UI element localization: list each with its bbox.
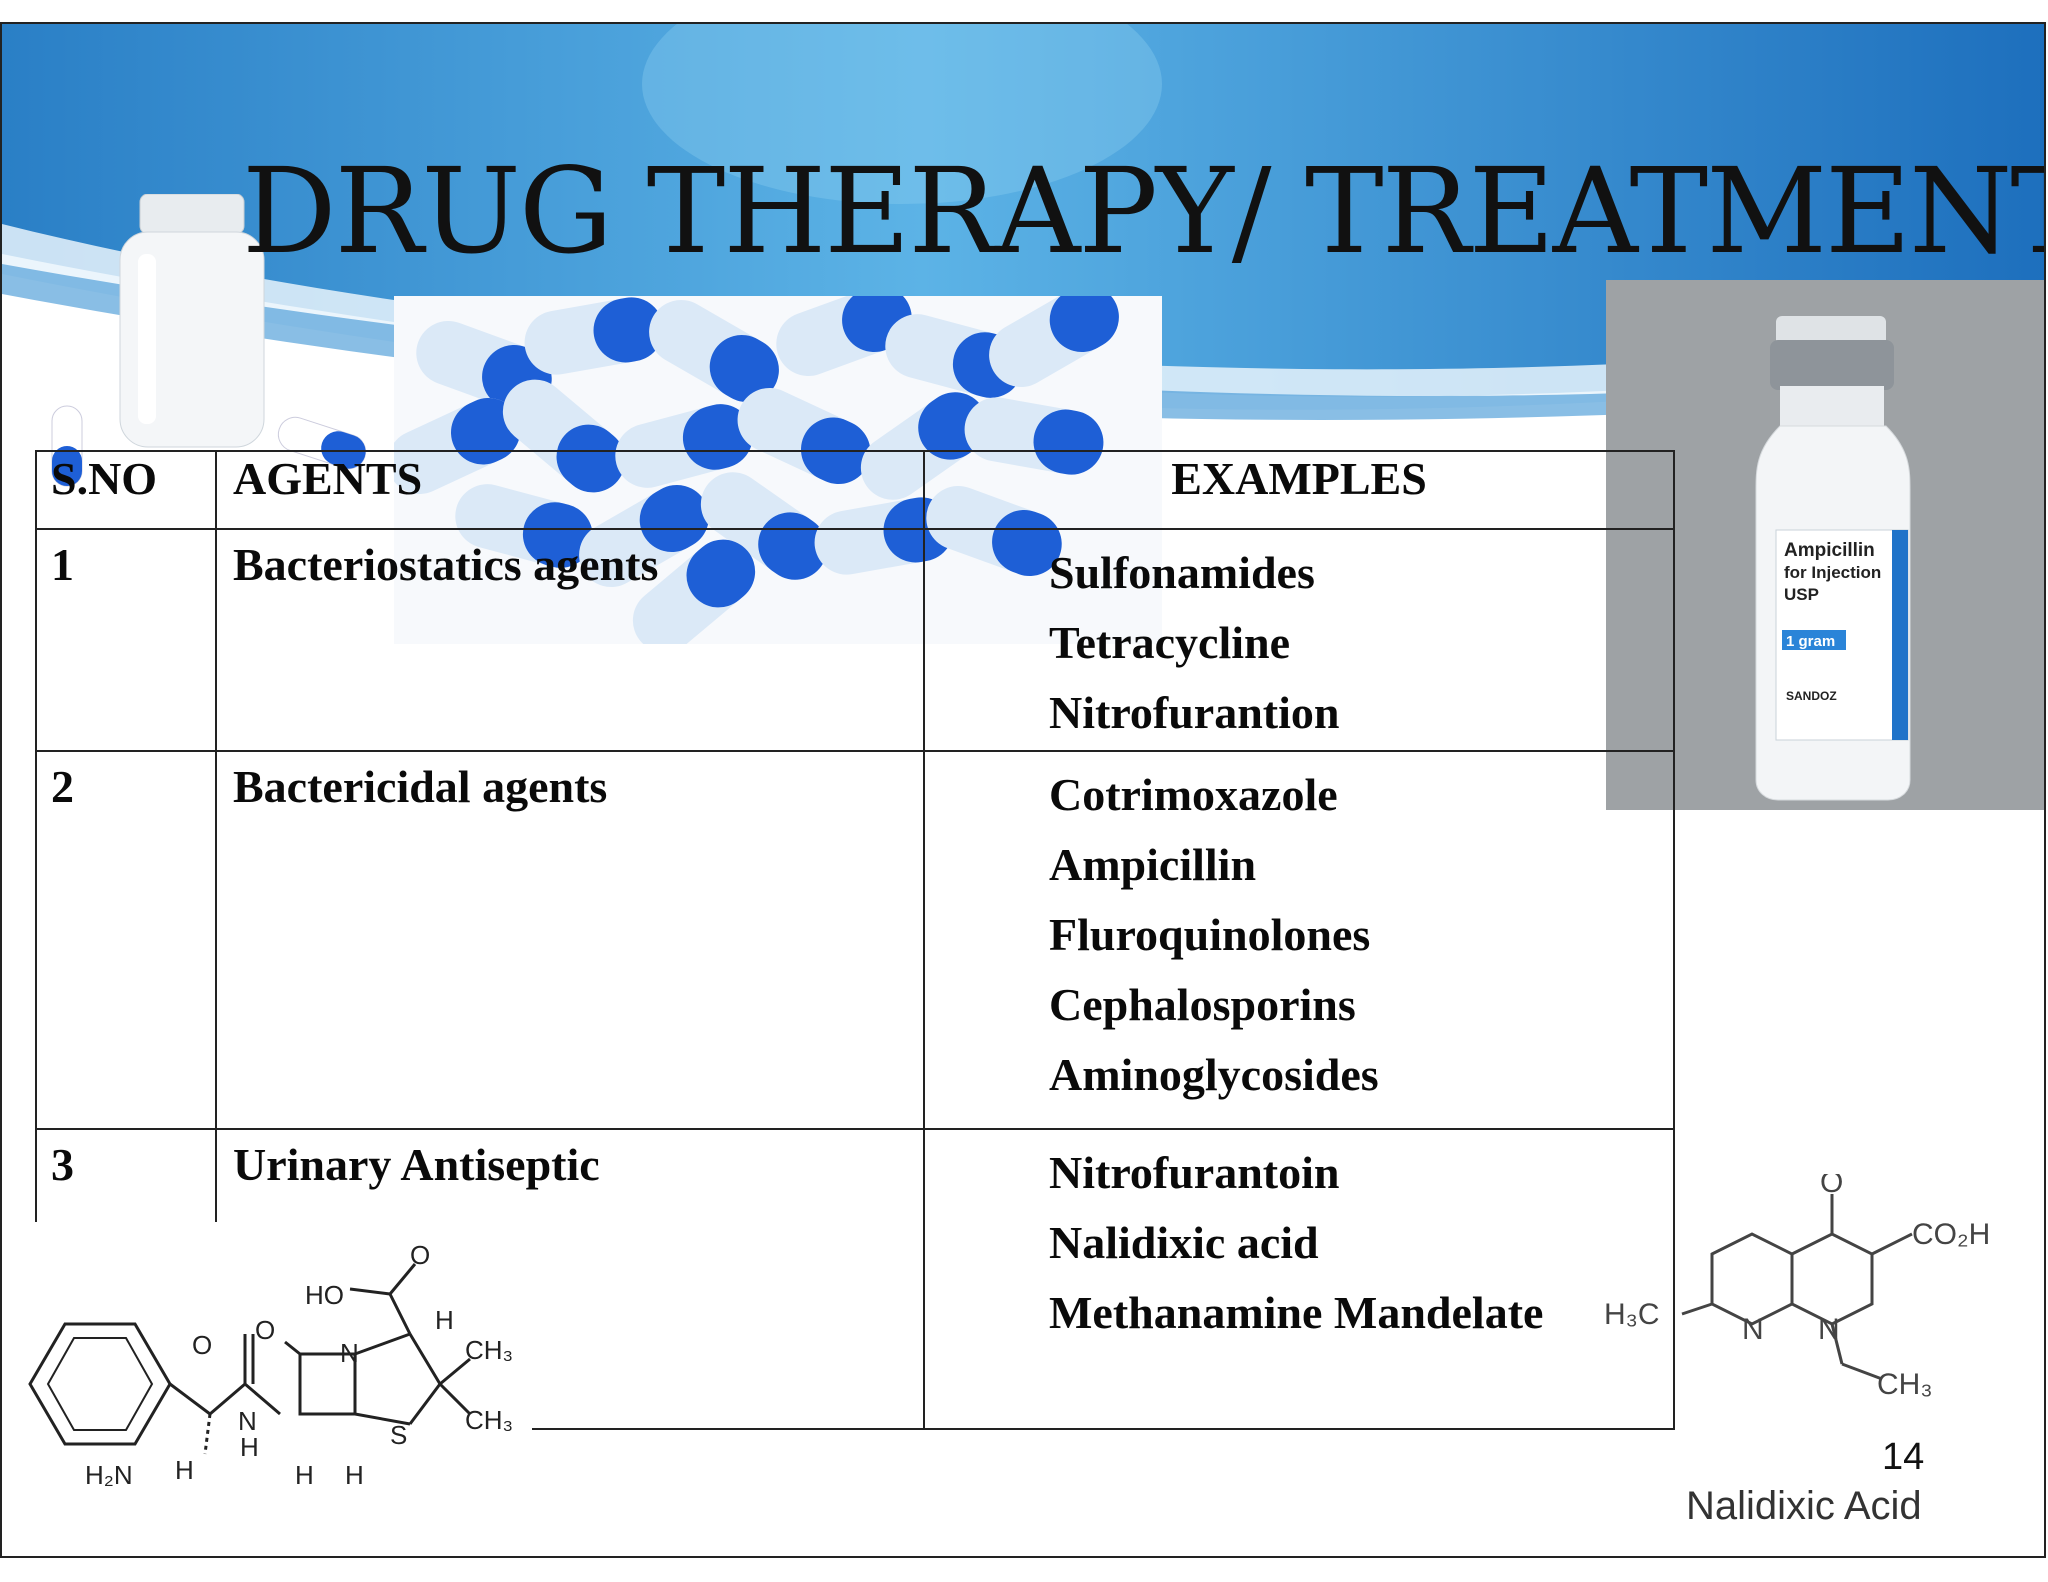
chem-label: HO	[305, 1280, 344, 1310]
page-number: 14	[1882, 1436, 1925, 1478]
drug-therapy-table: S.NO AGENTS EXAMPLES 1 Bacteriostatics a…	[35, 450, 1675, 1430]
chem-label: H	[175, 1455, 194, 1485]
table-row: 3 Urinary Antiseptic Nitrofurantoin Nali…	[35, 1128, 1675, 1430]
example-item: Aminoglycosides	[1049, 1049, 1379, 1100]
chem-label: N	[1742, 1313, 1764, 1346]
chem-label: N	[1818, 1313, 1840, 1346]
example-item: Sulfonamides	[1049, 547, 1315, 598]
chem-label: CH₃	[465, 1335, 513, 1365]
cell-examples: Sulfonamides Tetracycline Nitrofurantion	[923, 528, 1675, 752]
ampicillin-chemical-structure: HO O H O O N CH₃ CH₃ S N H H H H₂N H	[28, 1240, 513, 1490]
example-item: Fluroquinolones	[1049, 909, 1371, 960]
nalidixic-acid-caption: Nalidixic Acid	[1686, 1484, 1922, 1528]
header-agents: AGENTS	[215, 450, 925, 530]
chem-label: O	[192, 1330, 212, 1360]
slide-title: DRUG THERAPY/ TREATMENT	[242, 142, 2046, 280]
cell-examples: Cotrimoxazole Ampicillin Fluroquinolones…	[923, 750, 1675, 1130]
example-item: Cephalosporins	[1049, 979, 1356, 1030]
chem-label: H	[435, 1305, 454, 1335]
example-item: Methanamine Mandelate	[1049, 1287, 1544, 1338]
cell-agent: Urinary Antiseptic	[215, 1128, 925, 1430]
vial-label-brand: SANDOZ	[1786, 689, 1837, 703]
cell-sno: 1	[35, 528, 217, 752]
chem-label: N	[340, 1338, 359, 1368]
chem-label: H₂N	[85, 1460, 133, 1490]
vial-label-line1: Ampicillin	[1784, 540, 1875, 561]
chem-label: CH₃	[1877, 1368, 1933, 1401]
chem-label: O	[255, 1315, 275, 1345]
vial-label-line4: 1 gram	[1786, 633, 1835, 650]
chem-label: CH₃	[465, 1405, 513, 1435]
header-sno: S.NO	[35, 450, 217, 530]
example-item: Nitrofurantoin	[1049, 1147, 1340, 1198]
cell-examples: Nitrofurantoin Nalidixic acid Methanamin…	[923, 1128, 1675, 1430]
table-header-row: S.NO AGENTS EXAMPLES	[35, 450, 1675, 530]
header-examples: EXAMPLES	[923, 450, 1675, 530]
chem-label: O	[410, 1240, 430, 1270]
chem-label: S	[390, 1420, 407, 1450]
table-row: 1 Bacteriostatics agents Sulfonamides Te…	[35, 528, 1675, 752]
chem-label: H	[345, 1460, 364, 1490]
example-item: Ampicillin	[1049, 839, 1257, 890]
cell-agent: Bacteriostatics agents	[215, 528, 925, 752]
cell-agent: Bactericidal agents	[215, 750, 925, 1130]
example-item: Tetracycline	[1049, 617, 1291, 668]
example-item: Cotrimoxazole	[1049, 769, 1338, 820]
cell-sno: 2	[35, 750, 217, 1130]
vial-label-line3: USP	[1784, 585, 1819, 604]
chem-label: O	[1820, 1174, 1843, 1199]
slide: Ampicillin for Injection USP 1 gram SAND…	[0, 22, 2046, 1558]
vial-label-line2: for Injection	[1784, 563, 1881, 582]
chem-label: H	[240, 1432, 259, 1462]
chem-label: H	[295, 1460, 314, 1490]
chem-label: H₃C	[1604, 1298, 1660, 1331]
medicine-bottle-image	[119, 194, 265, 448]
example-item: Nitrofurantion	[1049, 687, 1340, 738]
example-item: Nalidixic acid	[1049, 1217, 1319, 1268]
chem-label: CO₂H	[1912, 1218, 1990, 1251]
ampicillin-vial-photo: Ampicillin for Injection USP 1 gram SAND…	[1606, 280, 2044, 810]
nalidixic-acid-chemical-structure: O CO₂H H₃C N N CH₃	[1604, 1174, 1990, 1401]
table-row: 2 Bactericidal agents Cotrimoxazole Ampi…	[35, 750, 1675, 1130]
chem-label: N	[238, 1406, 257, 1436]
